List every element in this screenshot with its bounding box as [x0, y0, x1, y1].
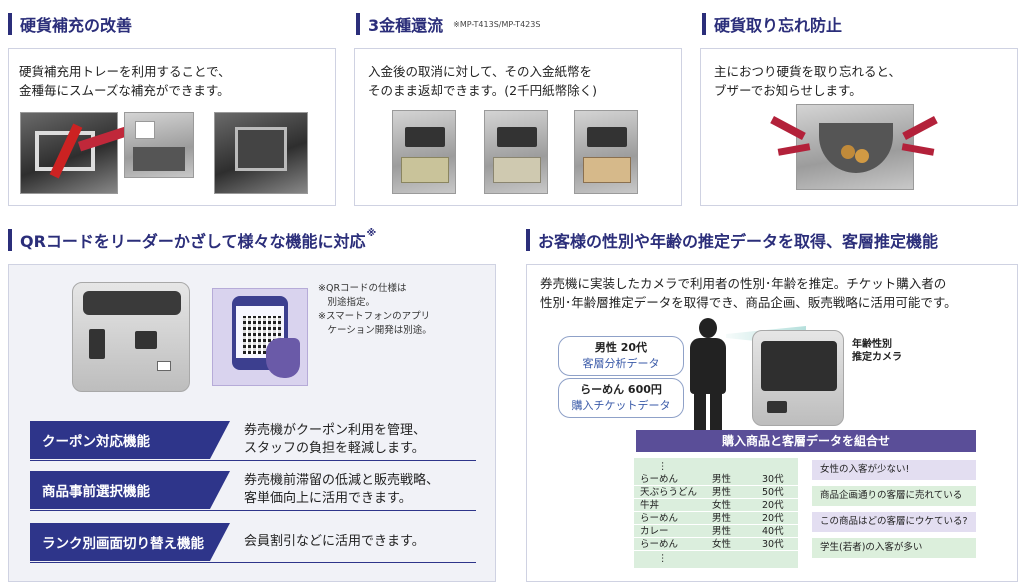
section-title-qr: QRコードをリーダーかざして様々な機能に対応※: [8, 228, 376, 252]
insight-4: 学生(若者)の入客が多い: [812, 538, 976, 558]
table-row: ⋮: [658, 461, 668, 472]
feature-divider: [30, 562, 476, 563]
coin-tray-photo: [20, 112, 118, 194]
bill-return-photo-3: [574, 110, 638, 194]
bill-return-photo-1: [392, 110, 456, 194]
feature-desc-coupon: 券売機がクーポン利用を管理、 スタッフの負担を軽減します。: [244, 423, 427, 456]
three-kind-title: 3金種還流: [368, 16, 444, 35]
feature-label-preselect: 商品事前選択機能: [30, 471, 230, 509]
section-title-coin-forget: 硬貨取り忘れ防止: [702, 12, 842, 36]
coin-forget-title: 硬貨取り忘れ防止: [714, 16, 843, 35]
bill-return-photo-2: [484, 110, 548, 194]
section-title-three-kind: 3金種還流 ※MP-T413S/MP-T423S: [356, 12, 540, 36]
qr-title: QRコードをリーダーかざして様々な機能に対応※: [20, 228, 377, 251]
coin-refill-desc: 硬貨補充用トレーを利用することで、 金種毎にスムーズな補充ができます。: [19, 64, 231, 98]
table-row: ⋮: [658, 553, 668, 564]
feature-desc-preselect: 券売機前滞留の低減と販売戦略、 客単価向上に活用できます。: [244, 473, 440, 506]
title-bar: [8, 229, 12, 251]
feature-desc-rank: 会員割引などに活用できます。: [244, 534, 425, 549]
ticket-data-tag: らーめん 600円 購入チケットデータ: [558, 378, 684, 418]
coin-slot-photo: [214, 112, 308, 194]
feature-divider: [30, 460, 476, 461]
feature-row-preselect: 商品事前選択機能 券売機前滞留の低減と販売戦略、 客単価向上に活用できます。: [30, 470, 439, 510]
title-bar: [702, 13, 706, 35]
estimation-title: お客様の性別や年齢の推定データを取得、客層推定機能: [538, 232, 939, 251]
insight-1: 女性の入客が少ない!: [812, 460, 976, 480]
section-title-estimation: お客様の性別や年齢の推定データを取得、客層推定機能: [526, 228, 938, 252]
ticket-machine-image: [72, 282, 190, 392]
feature-label-coupon: クーポン対応機能: [30, 421, 230, 459]
camera-label: 年齢性別 推定カメラ: [852, 339, 902, 363]
insight-3: この商品はどの客層にウケている?: [812, 512, 976, 532]
estimation-desc: 券売機に実装したカメラで利用者の性別･年齢を推定。チケット購入者の 性別･年齢層…: [540, 276, 957, 310]
camera-ticket-machine-image: [752, 330, 844, 426]
feature-row-rank: ランク別画面切り替え機能 会員割引などに活用できます。: [30, 522, 425, 562]
model-note: ※MP-T413S/MP-T423S: [453, 19, 541, 29]
coin-tray-box-photo: [124, 112, 194, 178]
coin-forget-desc: 主におつり硬貨を取り忘れると、 ブザーでお知らせします。: [714, 64, 902, 98]
insight-2: 商品企画通りの客層に売れている: [812, 486, 976, 506]
hand-icon: [266, 338, 300, 378]
qr-title-mark: ※: [366, 228, 377, 239]
feature-row-coupon: クーポン対応機能 券売機がクーポン利用を管理、 スタッフの負担を軽減します。: [30, 420, 426, 460]
coin-cup-photo: [796, 104, 914, 190]
customer-data-tag: 男性 20代 客層分析データ: [558, 336, 684, 376]
section-title-coin-refill: 硬貨補充の改善: [8, 12, 132, 36]
three-kind-desc: 入金後の取消に対して、その入金紙幣を そのまま返却できます。(2千円紙幣除く): [368, 64, 597, 98]
coin-refill-title: 硬貨補充の改善: [20, 16, 133, 35]
title-bar: [8, 13, 12, 35]
feature-label-rank: ランク別画面切り替え機能: [30, 523, 230, 561]
combine-banner: 購入商品と客層データを組合せ: [636, 430, 976, 452]
feature-divider: [30, 510, 476, 511]
title-bar: [526, 229, 530, 251]
qr-notes: ※QRコードの仕様は 別途指定。 ※スマートフォンのアプリ ケーション開発は別途…: [318, 283, 432, 336]
title-bar: [356, 13, 360, 35]
